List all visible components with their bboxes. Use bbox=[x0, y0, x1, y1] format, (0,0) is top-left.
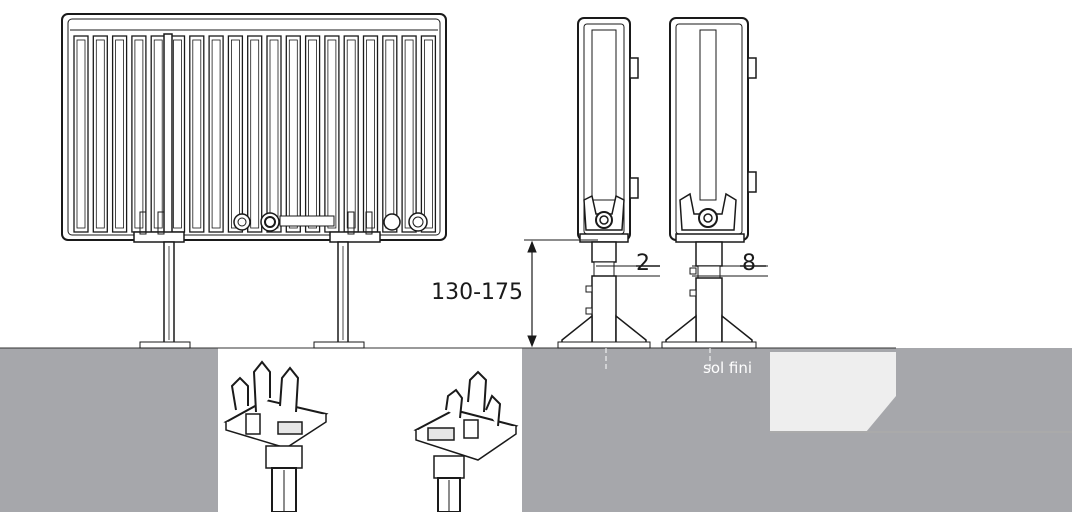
floor-area bbox=[0, 347, 1072, 512]
radiator-fin bbox=[285, 35, 301, 233]
center-axes bbox=[605, 348, 711, 372]
bracket-detail-left bbox=[223, 360, 329, 513]
radiator-fin bbox=[362, 35, 379, 233]
radiator-front-view bbox=[61, 13, 447, 243]
radiator-fin bbox=[247, 35, 263, 233]
radiator-fin-inner bbox=[115, 39, 124, 229]
floor-label: sol fini bbox=[703, 359, 752, 377]
radiator-fin-inner bbox=[346, 39, 356, 229]
radiator-fin-inner bbox=[250, 39, 260, 229]
radiator-fin-inner bbox=[76, 39, 86, 229]
radiator-fin-inner bbox=[230, 39, 240, 229]
radiator-fin bbox=[92, 35, 108, 233]
height-range-label: 130-175 bbox=[431, 280, 523, 305]
radiator-fin bbox=[189, 35, 205, 233]
radiator-fin-inner bbox=[192, 39, 202, 229]
gap-dimension-small bbox=[596, 265, 660, 277]
radiator-side-view-large-gap bbox=[661, 17, 757, 349]
radiator-fin bbox=[131, 35, 147, 233]
radiator-fins bbox=[73, 35, 437, 233]
radiator-fin-inner bbox=[366, 39, 375, 229]
radiator-fin-inner bbox=[308, 39, 318, 229]
radiator-fin bbox=[304, 35, 321, 233]
radiator-fin bbox=[382, 35, 398, 233]
radiator-fin-inner bbox=[288, 39, 298, 229]
radiator-fin-inner bbox=[211, 39, 221, 229]
radiator-fin bbox=[266, 35, 282, 233]
radiator-fin bbox=[401, 35, 417, 233]
radiator-fin bbox=[208, 35, 224, 233]
radiator-fin-inner bbox=[385, 39, 395, 229]
radiator-fin bbox=[324, 35, 340, 233]
bracket-detail-right bbox=[413, 370, 519, 513]
radiator-fin-inner bbox=[95, 39, 105, 229]
radiator-fin-inner bbox=[423, 39, 433, 229]
gap-dimension-large bbox=[692, 265, 768, 277]
gap-large-label: 8 bbox=[742, 251, 756, 276]
radiator-fin bbox=[111, 35, 128, 233]
radiator-fin-inner bbox=[404, 39, 414, 229]
radiator-fin-inner bbox=[134, 39, 144, 229]
radiator-fin bbox=[420, 35, 437, 233]
radiator-fin-inner bbox=[153, 39, 163, 229]
radiator-fin-inner bbox=[269, 39, 279, 229]
radiator-fin bbox=[227, 35, 244, 233]
radiator-fin-inner bbox=[327, 39, 337, 229]
height-dimension bbox=[524, 239, 598, 348]
radiator-fin-inner bbox=[173, 39, 182, 229]
front-support-legs bbox=[139, 241, 365, 349]
radiator-fin bbox=[343, 35, 359, 233]
radiator-fin bbox=[73, 35, 89, 233]
gap-small-label: 2 bbox=[636, 251, 650, 276]
radiator-fin bbox=[150, 35, 166, 233]
radiator-side-view-small-gap bbox=[557, 17, 651, 349]
